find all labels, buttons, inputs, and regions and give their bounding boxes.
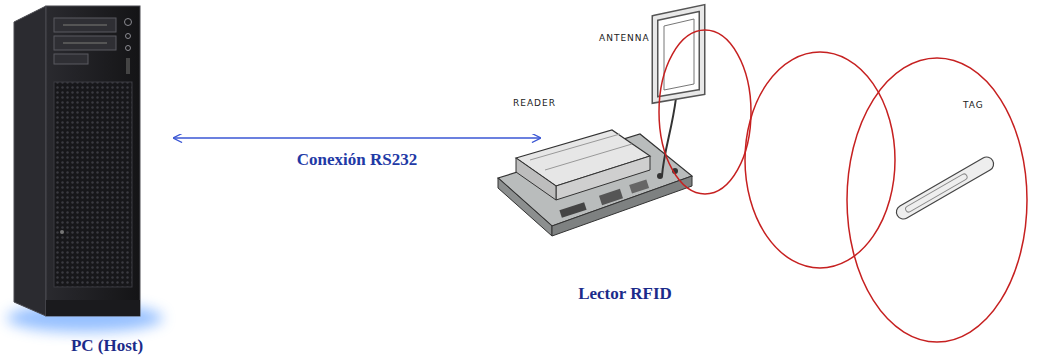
part-name: ANTENNA [598,33,651,43]
antenna [655,8,702,100]
link-label: Conexión RS232 [294,150,420,170]
rf-field [659,30,1027,342]
pc-tower [7,6,163,332]
rfid-reader: Lector RFID [540,104,710,304]
part-name: TAG [962,100,985,110]
serial-link [174,137,540,139]
device-caption: Lector RFID [576,284,674,304]
host-computer: PC (Host) [40,4,174,356]
rfid-tag [894,154,996,221]
part-name: READER [512,98,557,108]
device-caption: PC (Host) [69,336,145,356]
